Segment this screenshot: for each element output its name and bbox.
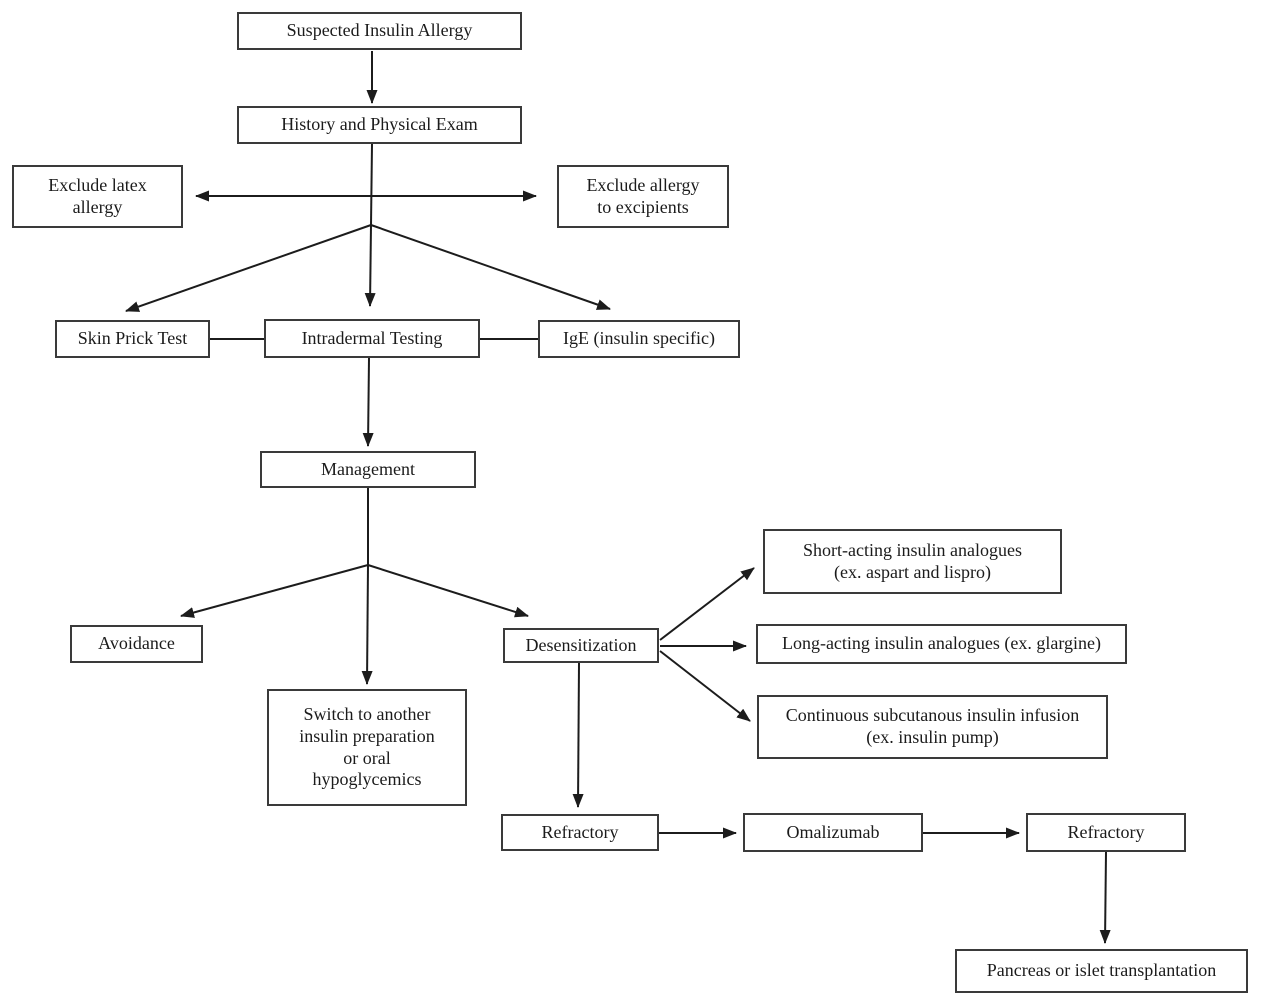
node-exclude-latex-allergy: Exclude latex allergy (12, 165, 183, 228)
node-desensitization: Desensitization (503, 628, 659, 663)
node-management: Management (260, 451, 476, 488)
node-ige-insulin-specific: IgE (insulin specific) (538, 320, 740, 358)
node-refractory-1: Refractory (501, 814, 659, 851)
node-history-physical-exam: History and Physical Exam (237, 106, 522, 144)
node-refractory-2: Refractory (1026, 813, 1186, 852)
node-switch-insulin-preparation: Switch to another insulin preparation or… (267, 689, 467, 806)
node-continuous-subcutaneous-infusion: Continuous subcutanous insulin infusion … (757, 695, 1108, 759)
node-long-acting-analogues: Long-acting insulin analogues (ex. glarg… (756, 624, 1127, 664)
node-avoidance: Avoidance (70, 625, 203, 663)
node-short-acting-analogues: Short-acting insulin analogues (ex. aspa… (763, 529, 1062, 594)
node-pancreas-islet-transplantation: Pancreas or islet transplantation (955, 949, 1248, 993)
node-exclude-allergy-excipients: Exclude allergy to excipients (557, 165, 729, 228)
node-suspected-insulin-allergy: Suspected Insulin Allergy (237, 12, 522, 50)
node-skin-prick-test: Skin Prick Test (55, 320, 210, 358)
node-intradermal-testing: Intradermal Testing (264, 319, 480, 358)
node-omalizumab: Omalizumab (743, 813, 923, 852)
